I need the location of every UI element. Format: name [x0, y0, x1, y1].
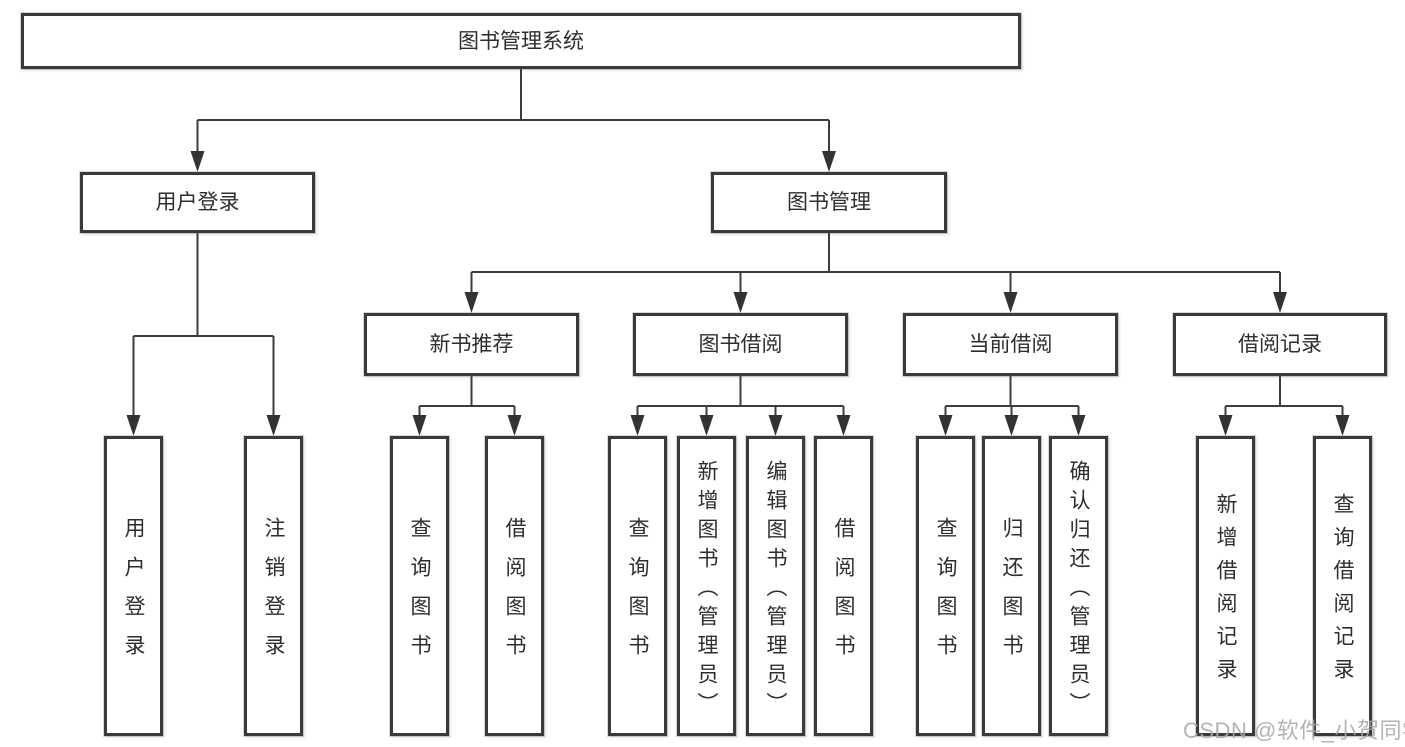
leaf-node-label: 确认归还（管理员） [1067, 459, 1090, 721]
module-node-label: 新书推荐 [429, 333, 514, 356]
module-node-borrowing-records: 借阅记录 [1173, 313, 1387, 376]
branch-node-book-management: 图书管理 [711, 172, 947, 233]
leaf-node-label: 注销登录 [262, 517, 285, 673]
leaf-node-query-borrow-record: 查询借阅记录 [1313, 436, 1372, 736]
leaf-node-add-books-admin: 新增图书（管理员） [677, 436, 736, 736]
leaf-node-label: 借阅图书 [832, 517, 855, 673]
leaf-node-label: 编辑图书（管理员） [764, 459, 787, 721]
branch-node-label: 图书管理 [787, 191, 871, 214]
leaf-node-logout: 注销登录 [244, 436, 303, 736]
leaf-node-label: 新增借阅记录 [1214, 493, 1237, 691]
csdn-watermark: CSDN @软件_小贺同学 [1183, 718, 1405, 743]
leaf-node-query-books-borrowing: 查询图书 [608, 436, 667, 736]
leaf-node-label: 查询图书 [934, 517, 957, 673]
leaf-node-borrow-books-recommend: 借阅图书 [485, 436, 544, 736]
module-node-label: 当前借阅 [968, 333, 1053, 356]
module-node-book-borrowing: 图书借阅 [633, 313, 848, 376]
root-node-label: 图书管理系统 [458, 29, 584, 53]
arrowheads [126, 151, 1350, 436]
leaf-node-borrow-books-borrowing: 借阅图书 [814, 436, 873, 736]
leaf-node-query-books-current: 查询图书 [916, 436, 975, 736]
module-node-label: 借阅记录 [1238, 333, 1322, 356]
leaf-node-label: 查询借阅记录 [1331, 493, 1354, 691]
branch-node-user-login: 用户登录 [80, 172, 315, 233]
leaf-node-label: 借阅图书 [503, 517, 526, 673]
module-node-current-borrowing: 当前借阅 [903, 313, 1118, 376]
leaf-node-label: 用户登录 [122, 517, 145, 673]
leaf-node-confirm-return-admin: 确认归还（管理员） [1049, 436, 1108, 736]
leaf-node-add-borrow-record: 新增借阅记录 [1196, 436, 1255, 736]
leaf-node-label: 查询图书 [408, 517, 431, 673]
leaf-node-query-books-recommend: 查询图书 [390, 436, 449, 736]
leaf-node-return-books: 归还图书 [982, 436, 1041, 736]
leaf-node-label: 查询图书 [626, 517, 649, 673]
leaf-node-user-login: 用户登录 [104, 436, 163, 736]
leaf-node-edit-books-admin: 编辑图书（管理员） [746, 436, 805, 736]
module-node-new-book-recommend: 新书推荐 [364, 313, 579, 376]
root-node-library-management-system: 图书管理系统 [21, 13, 1021, 69]
module-node-label: 图书借阅 [698, 333, 783, 356]
leaf-node-label: 归还图书 [1000, 517, 1023, 673]
leaf-node-label: 新增图书（管理员） [695, 459, 718, 721]
branch-node-label: 用户登录 [155, 191, 240, 214]
